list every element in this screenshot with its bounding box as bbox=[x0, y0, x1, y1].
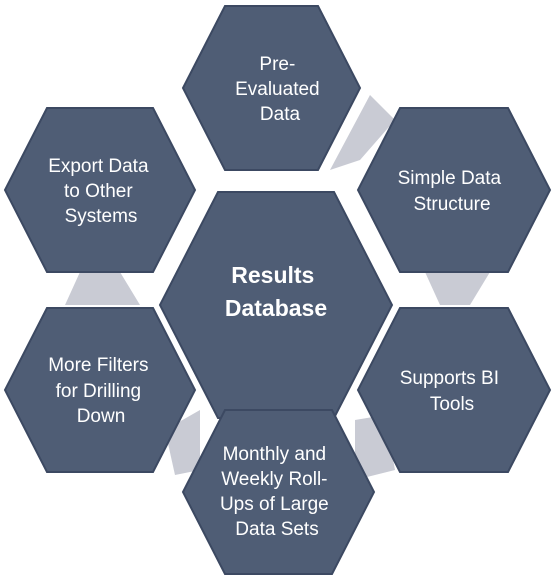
node-label-line: Pre- bbox=[259, 54, 295, 75]
node-label-line: Weekly Roll- bbox=[221, 469, 327, 490]
node-label-line: Monthly and bbox=[223, 444, 327, 465]
hexagon-supports-bi bbox=[356, 307, 552, 473]
node-label-line: for Drilling bbox=[56, 381, 142, 402]
center-label-line: Results bbox=[231, 262, 314, 288]
hexagon-export-data bbox=[3, 107, 197, 273]
hex-group bbox=[3, 5, 552, 575]
node-label-line: Structure bbox=[413, 194, 490, 215]
connector-lowerleft-to-upperleft bbox=[65, 272, 140, 305]
node-label-line: Data bbox=[260, 104, 301, 125]
hexagon-roll-ups bbox=[181, 409, 376, 575]
hexagon-more-filters bbox=[3, 307, 197, 473]
node-label-supports-bi: Supports BI Tools bbox=[400, 368, 505, 415]
node-label-line: Supports BI bbox=[400, 368, 499, 389]
node-label-line: Tools bbox=[430, 394, 474, 415]
node-label-line: Simple Data bbox=[398, 168, 502, 189]
node-label-line: Data Sets bbox=[235, 519, 318, 540]
node-label-line: Export Data bbox=[48, 156, 149, 177]
node-label-line: Down bbox=[77, 406, 126, 427]
node-label-line: Systems bbox=[65, 206, 138, 227]
node-label-simple-structure: Simple Data Structure bbox=[398, 168, 507, 215]
center-hexagon bbox=[158, 191, 394, 419]
node-label-line: Evaluated bbox=[235, 79, 320, 100]
node-label-roll-ups: Monthly and Weekly Roll- Ups of Large Da… bbox=[220, 444, 334, 540]
node-label-export-data: Export Data to Other Systems bbox=[48, 156, 154, 227]
node-label-line: More Filters bbox=[48, 355, 148, 376]
connector-right-to-lowerright bbox=[425, 272, 490, 305]
connector-group bbox=[65, 95, 490, 480]
node-label-pre-evaluated: Pre- Evaluated Data bbox=[235, 54, 325, 125]
connector-top-to-right bbox=[330, 95, 395, 170]
center-label: Results Database bbox=[225, 262, 327, 321]
center-label-line: Database bbox=[225, 295, 327, 321]
hexagon-simple-structure bbox=[356, 107, 552, 273]
node-label-line: Ups of Large bbox=[220, 494, 329, 515]
hexagon-pre-evaluated bbox=[181, 5, 362, 171]
node-label-line: to Other bbox=[64, 181, 133, 202]
node-label-more-filters: More Filters for Drilling Down bbox=[48, 355, 154, 427]
